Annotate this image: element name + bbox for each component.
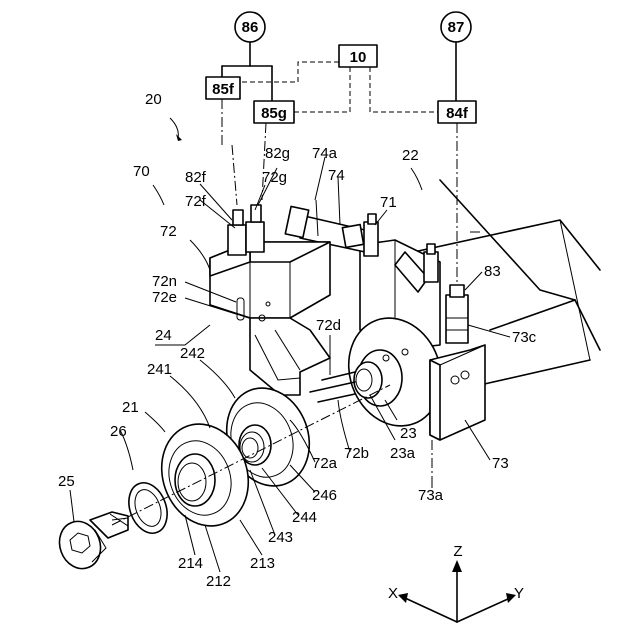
axis-y-label: Y xyxy=(514,585,524,602)
label-72n: 72n xyxy=(152,273,177,290)
label-21: 21 xyxy=(122,399,139,416)
label-72f: 72f xyxy=(185,193,207,210)
label-213: 213 xyxy=(250,555,275,572)
label-82g: 82g xyxy=(265,145,290,162)
label-72g: 72g xyxy=(262,169,287,186)
label-74a: 74a xyxy=(312,145,338,162)
coordinate-axes: Z X Y xyxy=(388,543,524,622)
fitting-72g xyxy=(246,222,264,252)
label-86: 86 xyxy=(242,19,259,36)
label-246: 246 xyxy=(312,487,337,504)
label-10: 10 xyxy=(350,49,367,66)
label-214: 214 xyxy=(178,555,203,572)
label-25: 25 xyxy=(58,473,75,490)
axis-z-label: Z xyxy=(453,543,462,560)
label-20: 20 xyxy=(145,91,162,108)
label-73c: 73c xyxy=(512,329,537,346)
label-244: 244 xyxy=(292,509,317,526)
label-23: 23 xyxy=(400,425,417,442)
label-23a: 23a xyxy=(390,445,416,462)
cylinder-83 xyxy=(446,295,468,343)
label-73: 73 xyxy=(492,455,509,472)
label-212: 212 xyxy=(206,573,231,590)
bolt-25 xyxy=(53,512,128,574)
axis-x-label: X xyxy=(388,585,398,602)
label-71: 71 xyxy=(380,194,397,211)
label-87: 87 xyxy=(448,19,465,36)
label-70: 70 xyxy=(133,163,150,180)
label-85f: 85f xyxy=(212,81,235,98)
label-72a: 72a xyxy=(312,455,338,472)
label-73a: 73a xyxy=(418,487,444,504)
label-22: 22 xyxy=(402,147,419,164)
label-74: 74 xyxy=(328,167,345,184)
label-72e: 72e xyxy=(152,289,177,306)
label-243: 243 xyxy=(268,529,293,546)
fitting-72f xyxy=(228,225,246,255)
label-26: 26 xyxy=(110,423,127,440)
label-24: 24 xyxy=(155,327,172,344)
label-82f: 82f xyxy=(185,169,207,186)
label-72: 72 xyxy=(160,223,177,240)
label-242: 242 xyxy=(180,345,205,362)
label-72b: 72b xyxy=(344,445,369,462)
label-241: 241 xyxy=(147,361,172,378)
label-72d: 72d xyxy=(316,317,341,334)
label-83: 83 xyxy=(484,263,501,280)
fitting-71 xyxy=(364,222,378,256)
label-85g: 85g xyxy=(261,105,287,122)
label-84f: 84f xyxy=(446,105,469,122)
